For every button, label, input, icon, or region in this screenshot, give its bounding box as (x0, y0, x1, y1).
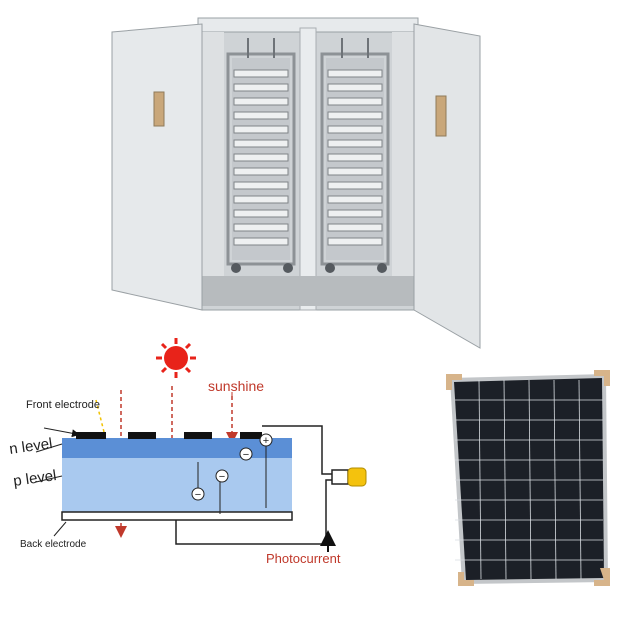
back-electrode (61, 511, 293, 521)
cell-column-line (578, 379, 582, 580)
left-egg-rack (226, 38, 296, 273)
cell-column-line (503, 379, 507, 580)
corner-protector (594, 370, 610, 386)
front-electrode-label: Front electrode (26, 399, 100, 411)
minus-sign: − (219, 471, 225, 483)
minus-sign: − (243, 449, 249, 461)
right-door-window (435, 95, 447, 137)
corner-protector (458, 572, 474, 586)
right-egg-rack (320, 38, 390, 273)
solar-cell-grid (455, 379, 603, 580)
solar-panel-surface (454, 378, 604, 580)
left-door-window (153, 91, 165, 127)
cell-column-line (553, 379, 557, 580)
solar-panel-drawing (446, 370, 610, 586)
incubator-cabinet-image (110, 14, 482, 350)
n-level-label: n level (8, 435, 53, 458)
load-bulb-icon (347, 467, 367, 487)
corner-protector (594, 568, 610, 586)
back-electrode-label: Back electrode (20, 539, 87, 550)
incubator-cabinet-drawing (111, 17, 481, 349)
right-door (413, 23, 481, 349)
front-electrode (128, 432, 156, 439)
cell-column-line (528, 379, 532, 580)
solar-cell-svg: − − − + sunshine Front electrode n level… (8, 338, 367, 566)
sunshine-label: sunshine (208, 378, 264, 394)
n-layer (62, 438, 292, 458)
front-electrode (240, 432, 262, 439)
solar-cell-diagram: − − − + sunshine Front electrode n level… (0, 336, 420, 576)
solar-panel-image (440, 370, 612, 588)
photocurrent-label: Photocurrent (266, 551, 341, 566)
p-layer (62, 458, 292, 512)
plus-sign: + (263, 435, 269, 447)
load-connector (331, 469, 349, 485)
electron-hole-pair: − − − + (191, 433, 273, 514)
sun-icon (156, 338, 196, 378)
corner-protector (446, 374, 462, 390)
cell-column-line (478, 379, 482, 580)
left-door (111, 23, 203, 311)
front-electrode (184, 432, 212, 439)
p-level-label: p level (12, 467, 57, 490)
front-electrode (76, 432, 106, 439)
circuit-wire (262, 425, 332, 475)
minus-sign: − (195, 489, 201, 501)
